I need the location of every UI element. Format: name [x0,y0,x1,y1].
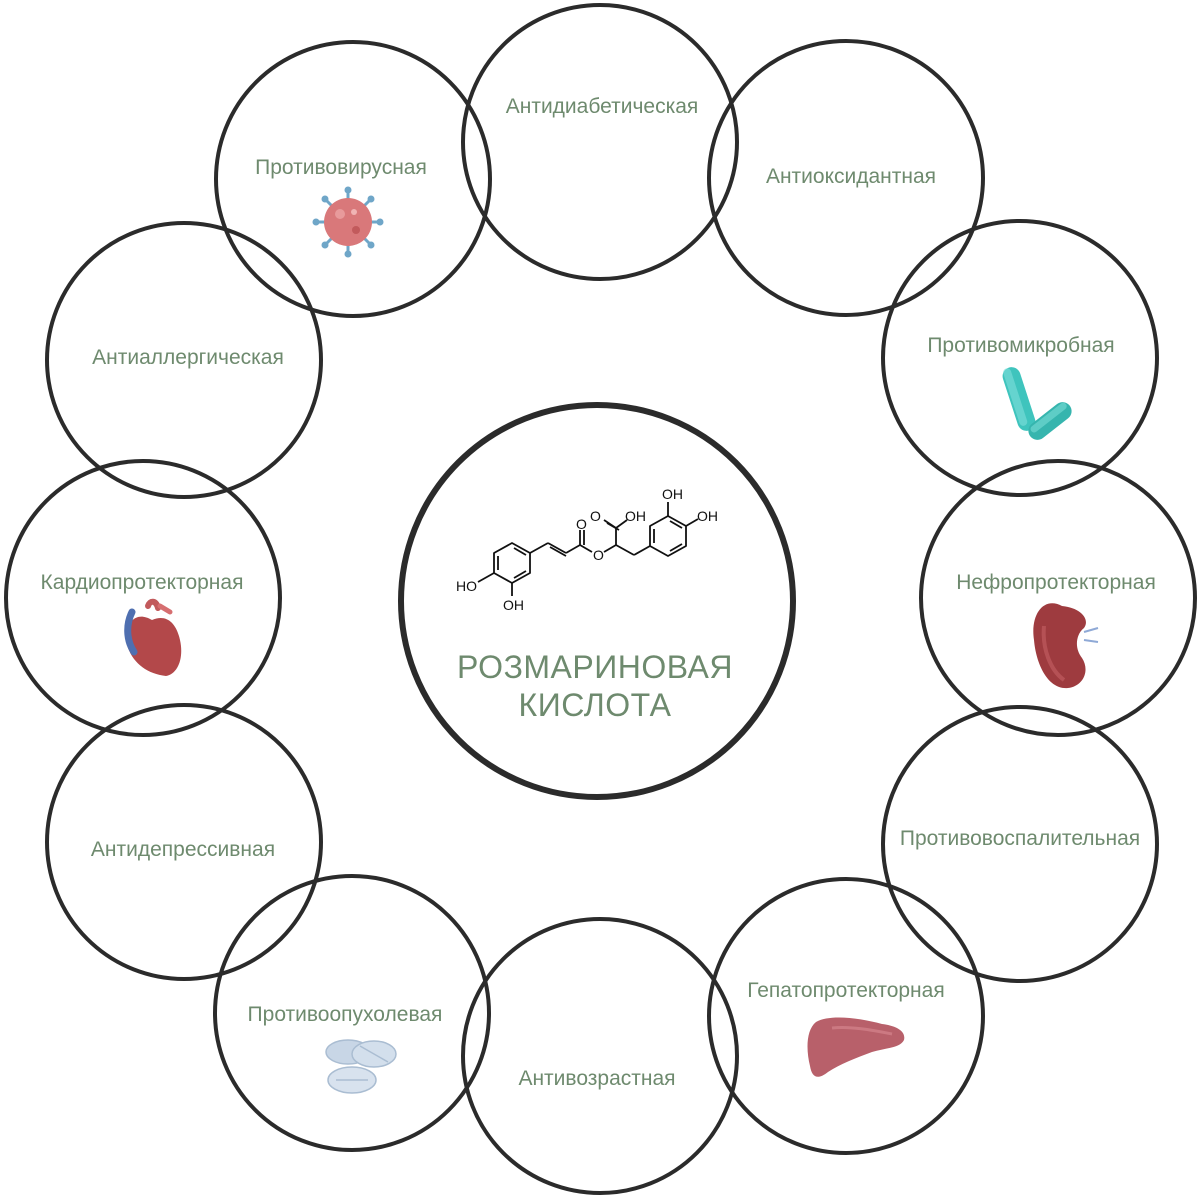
activity-cardioprotective: Кардиопротекторная [4,459,282,737]
activity-nephroprotective: Нефропротекторная [919,459,1197,737]
molecule-label: OH [697,508,718,524]
activity-label: Антиоксидантная [766,165,936,188]
molecule-label: OH [662,486,683,502]
pills-icon [325,1039,397,1094]
kidney-icon [1033,603,1099,689]
activity-label: Антидепрессивная [91,838,275,861]
heart-icon [124,598,182,676]
activity-label: Кардиопротекторная [41,571,244,594]
molecule-label: O [593,547,604,563]
activity-antitumor: Противоопухолевая [213,874,491,1152]
molecule-label: HO [456,578,477,594]
activity-antidepressant: Антидепрессивная [45,703,323,981]
center-compound: OH OH O OH O O HO OH РОЗМАРИНОВАЯ КИСЛОТ… [398,402,796,800]
activity-antioxidant: Антиоксидантная [707,39,985,317]
compound-title-line1: РОЗМАРИНОВАЯ [457,649,733,685]
activity-label: Антидиабетическая [506,95,699,118]
activity-label: Антивозрастная [518,1067,675,1090]
activity-label: Противомикробная [927,334,1114,357]
molecule-label: OH [503,597,524,613]
activity-hepatoprotective: Гепатопротекторная [707,877,985,1155]
activity-antiinflammatory: Противовоспалительная [881,705,1159,983]
compound-title-line2: КИСЛОТА [519,687,672,723]
activity-antidiabetic: Антидиабетическая [461,3,739,281]
bacteria-icon [1002,367,1072,440]
activity-antiviral: Противовирусная [214,40,492,318]
molecule-label: OH [625,508,646,524]
activity-label: Антиаллергическая [92,346,284,369]
virus-icon [312,186,384,258]
molecule-label: O [576,516,587,532]
liver-icon [807,1017,905,1077]
activity-antimicrobial: Противомикробная [881,219,1159,497]
activity-label: Гепатопротекторная [747,979,944,1002]
activity-label: Противовоспалительная [900,827,1140,850]
activity-antiallergic: Антиаллергическая [45,221,323,499]
activity-label: Противовирусная [255,156,427,179]
rosmarinic-acid-structure: OH OH O OH O O HO OH [456,486,718,613]
activity-label: Нефропротекторная [956,571,1156,594]
activity-antiaging: Антивозрастная [461,917,739,1195]
molecule-label: O [590,508,601,524]
activity-label: Противоопухолевая [248,1003,443,1026]
